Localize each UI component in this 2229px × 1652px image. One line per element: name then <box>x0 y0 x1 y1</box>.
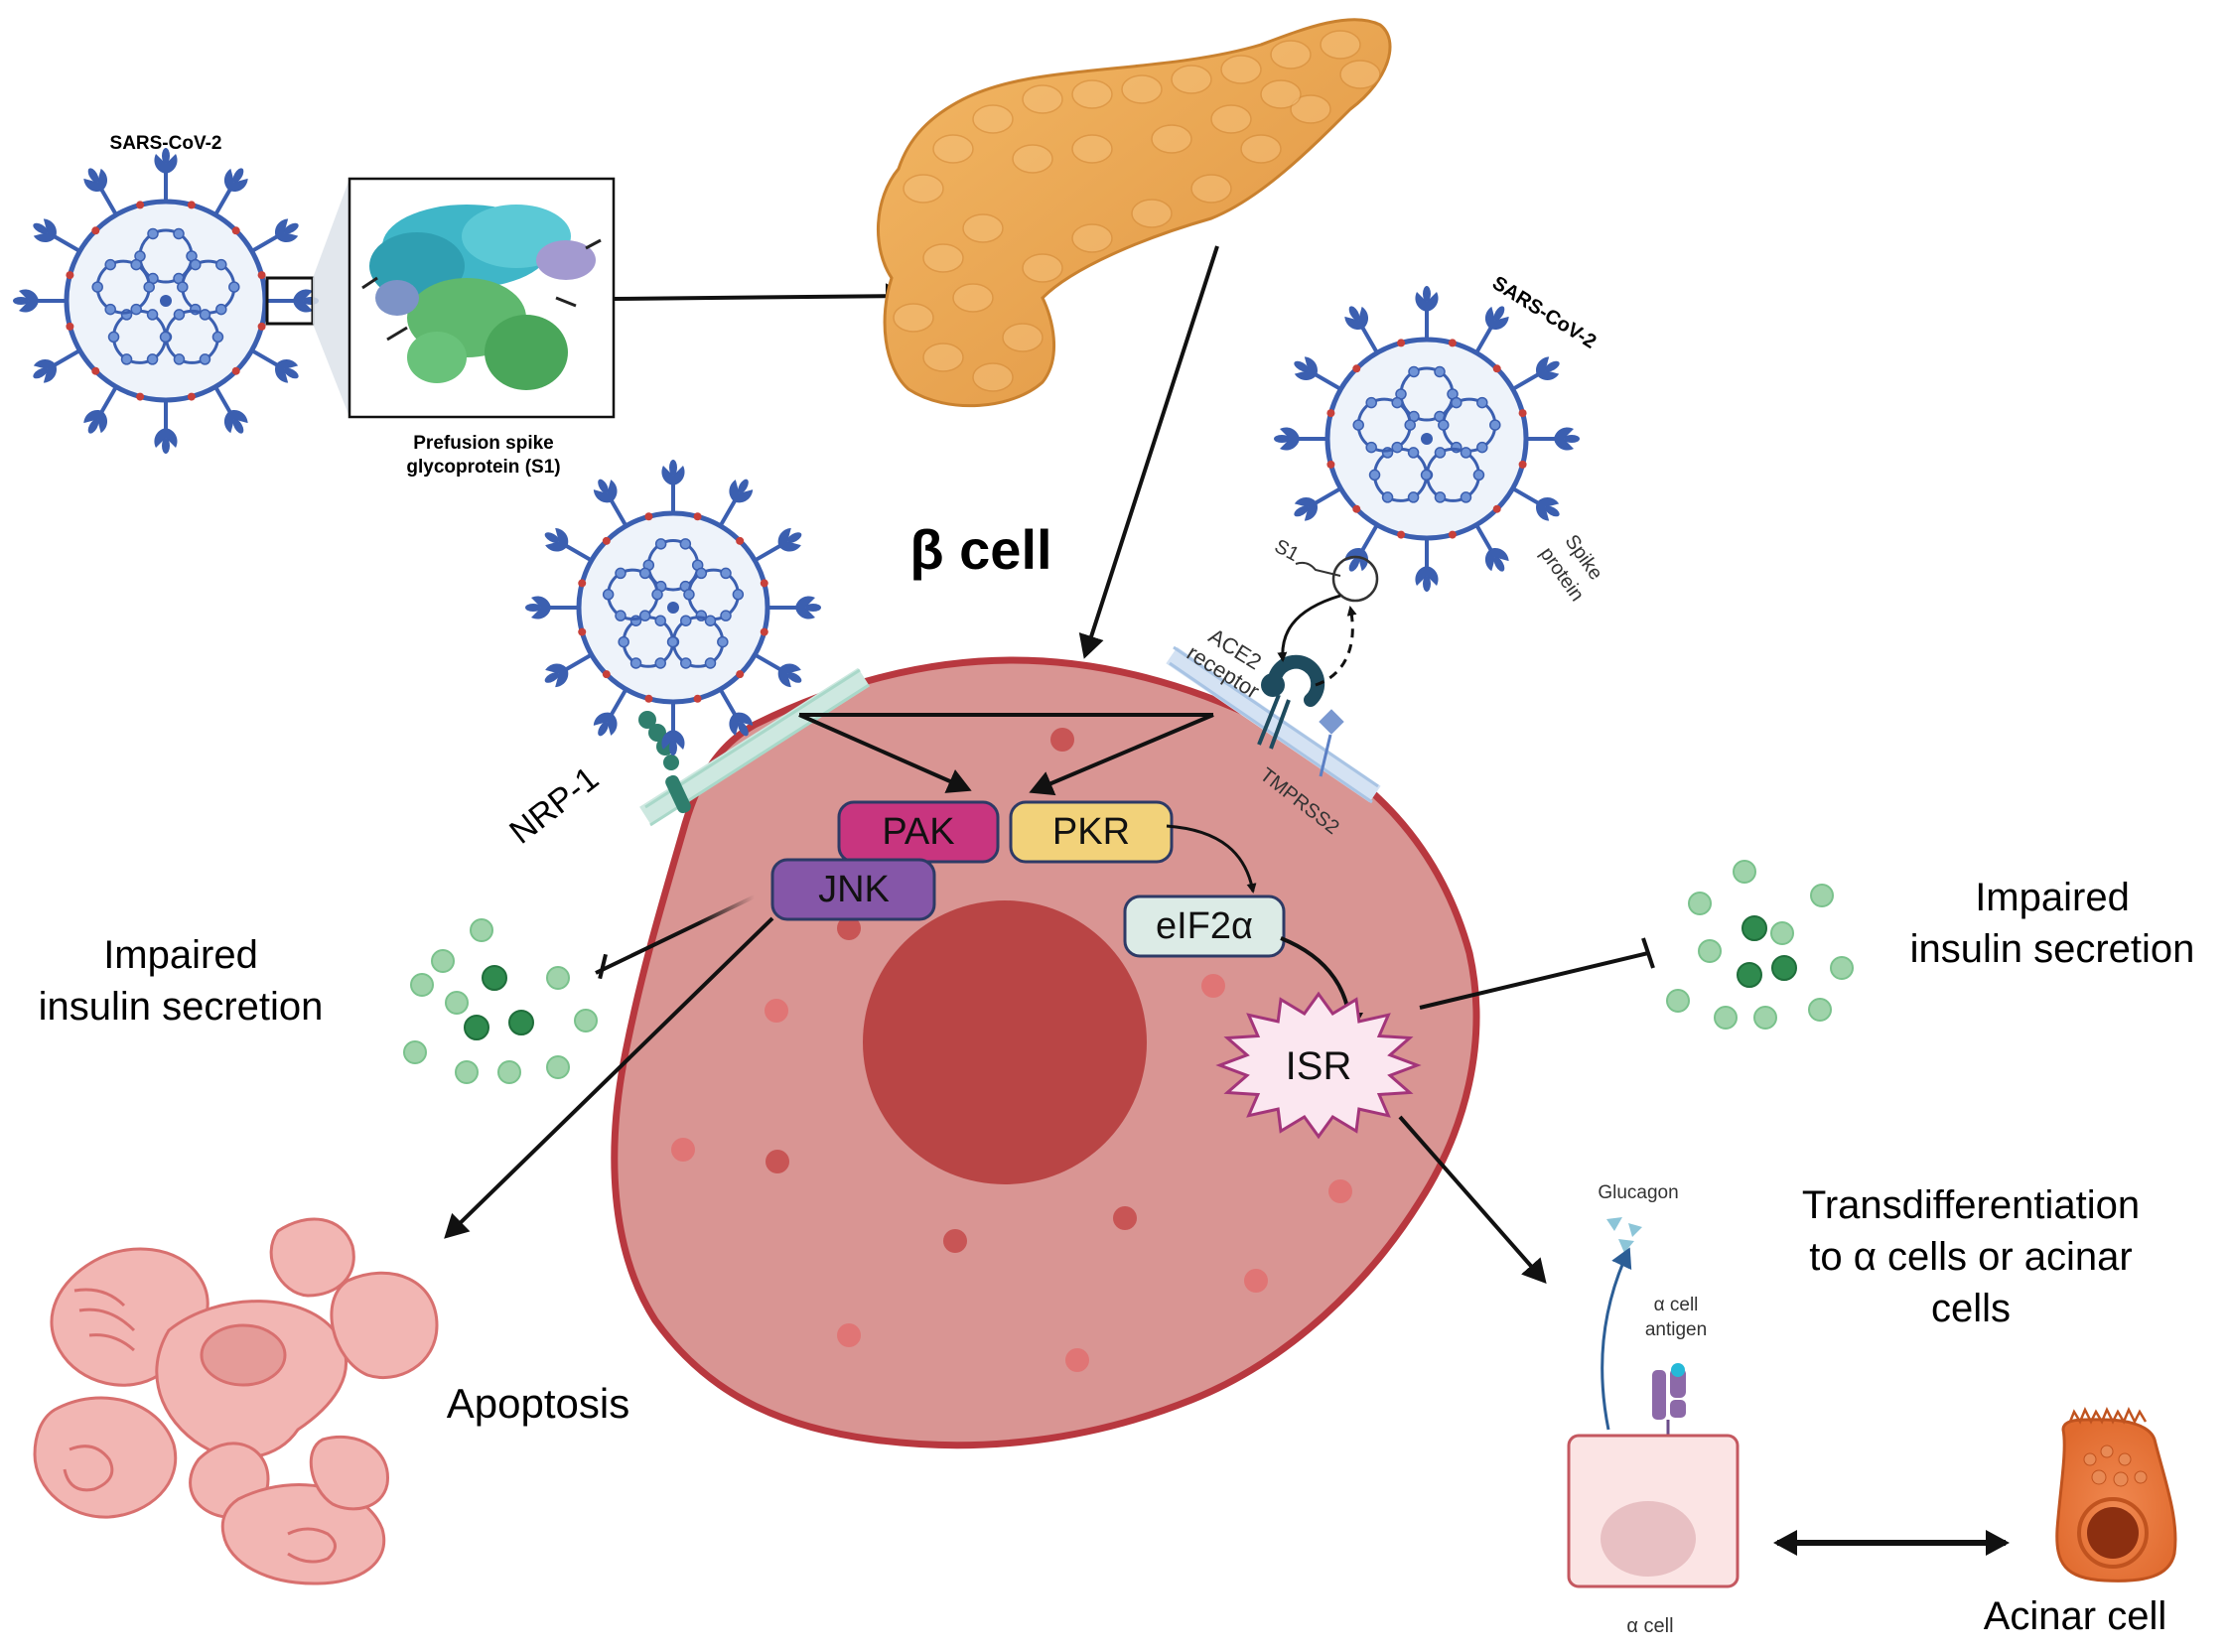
arrow-nrp1-to-pak <box>798 713 972 793</box>
isr-label: ISR <box>1286 1044 1352 1088</box>
insulin-granules-left <box>403 918 598 1084</box>
jnk-label: JNK <box>818 869 890 910</box>
arrow-jnk-to-apoptosis <box>444 916 774 1239</box>
cell-title: β cell <box>909 518 1051 581</box>
alpha-cell-label: α cell <box>1626 1615 1673 1637</box>
glucagon-secretion-arrow <box>1601 1247 1632 1431</box>
pkr-box <box>1009 800 1174 864</box>
virus-right <box>1274 286 1580 592</box>
transdiff-line1: Transdifferentiation <box>1802 1183 2140 1227</box>
cell-nucleus <box>863 900 1147 1184</box>
nrp1-label: NRP-1 <box>502 759 606 852</box>
pkr-label: PKR <box>1052 811 1130 853</box>
pak-label: PAK <box>882 811 954 853</box>
arrow-spike-to-pancreas <box>613 283 909 310</box>
insulin-granules-right <box>1666 860 1854 1030</box>
virus-top-left <box>13 148 319 454</box>
pancreas <box>877 18 1392 408</box>
transdiff-line2: to α cells or acinar <box>1809 1235 2132 1279</box>
ace2-receptor <box>1257 654 1325 750</box>
arrow-ace2-to-s1-dashed <box>1315 606 1357 687</box>
inhibit-bar-left <box>598 953 608 980</box>
glucagon-molecules <box>1606 1217 1642 1253</box>
eif2a-box <box>1123 895 1286 958</box>
alpha-cell-antigen <box>1652 1363 1686 1459</box>
acinar-cell-label: Acinar cell <box>1984 1594 2167 1638</box>
apoptotic-bodies <box>33 1217 439 1585</box>
acinar-cell <box>2055 1406 2177 1583</box>
apoptosis-label: Apoptosis <box>447 1380 629 1427</box>
isr-starburst <box>1215 991 1422 1140</box>
jnk-box <box>770 858 936 921</box>
s1-label: S1 <box>1271 535 1303 566</box>
glucagon-label: Glucagon <box>1598 1182 1678 1203</box>
alpha-cell-nucleus <box>1601 1501 1696 1577</box>
inhibit-line-right <box>1419 951 1649 1010</box>
inhibit-bar-right <box>1641 937 1655 969</box>
right-insulin-line2: insulin secretion <box>1910 927 2195 971</box>
cell-cytoplasm-dots <box>671 728 1352 1372</box>
virus-top-left-title: SARS-CoV-2 <box>110 133 222 154</box>
antigen-label-line1: α cell <box>1654 1295 1699 1315</box>
transdiff-line3: cells <box>1931 1287 2011 1330</box>
arrow-ace2-to-pkr <box>1029 713 1214 796</box>
virus-right-title: SARS-CoV-2 <box>1488 272 1600 353</box>
zoom-projection <box>313 179 349 417</box>
arrow-pkr-to-eif2a <box>1166 824 1257 894</box>
spike-protein-structure <box>361 205 602 390</box>
spike-caption-line2: glycoprotein (S1) <box>406 457 560 478</box>
antigen-label-line2: antigen <box>1645 1319 1707 1340</box>
left-insulin-line2: insulin secretion <box>39 985 324 1029</box>
s1-leader-line <box>1295 561 1341 577</box>
s1-highlight-circle <box>1331 555 1379 603</box>
left-insulin-line1: Impaired <box>103 933 258 977</box>
spike-caption-line1: Prefusion spike <box>413 433 554 454</box>
arrow-isr-to-alpha <box>1398 1115 1547 1285</box>
arrow-s1-to-ace2 <box>1277 594 1341 662</box>
eif2a-label: eIF2α <box>1156 905 1253 947</box>
right-insulin-line1: Impaired <box>1975 876 2130 919</box>
virus-bound-nrp1 <box>525 460 821 756</box>
arrow-pancreas-to-cell <box>1078 245 1219 659</box>
inhibit-line-left <box>595 895 756 975</box>
membrane-patch-right <box>1166 645 1381 804</box>
